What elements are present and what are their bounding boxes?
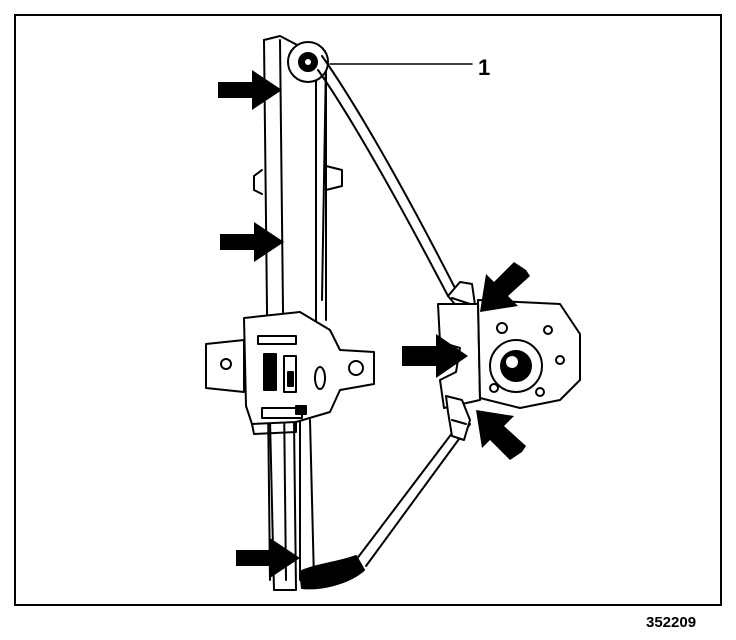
callout-1-label: 1 xyxy=(478,55,491,80)
arrow-upper-rail xyxy=(218,70,282,110)
upper-cable xyxy=(317,55,457,297)
arrow-middle-rail xyxy=(220,222,284,262)
figure-frame xyxy=(14,14,722,606)
lower-cable-end xyxy=(299,555,365,590)
guide-rail xyxy=(253,35,343,591)
arrow-drive-top xyxy=(480,262,530,312)
slider-carriage xyxy=(205,311,375,435)
arrow-drive-left xyxy=(402,334,468,378)
arrow-drive-bottom xyxy=(476,410,526,460)
cable-pulley xyxy=(287,41,329,83)
arrow-lower-rail xyxy=(236,538,300,578)
figure-number: 352209 xyxy=(646,614,697,631)
drive-unit xyxy=(437,281,581,441)
lower-cable xyxy=(355,419,471,567)
